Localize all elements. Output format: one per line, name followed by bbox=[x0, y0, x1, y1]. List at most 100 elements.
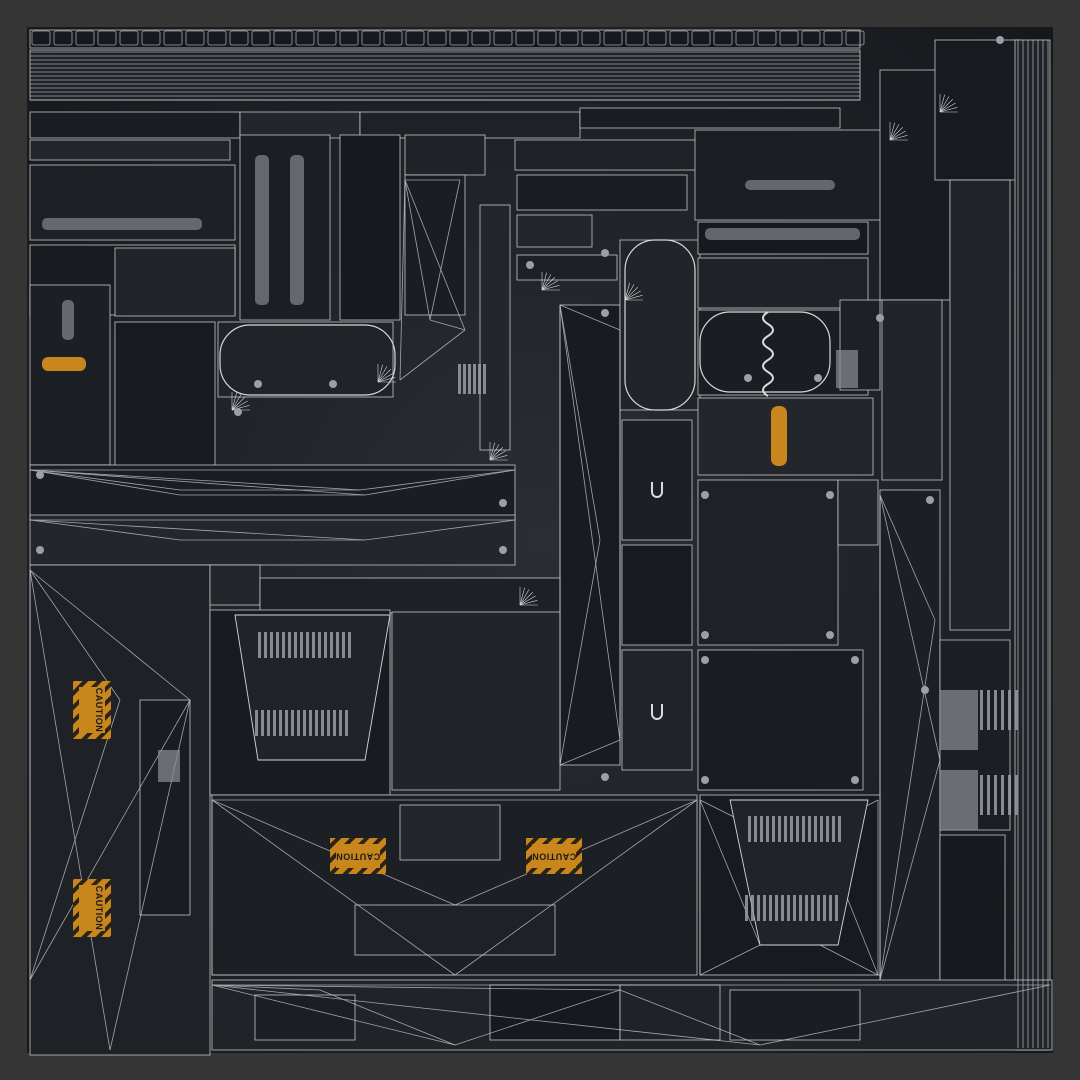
vent-slot bbox=[769, 895, 772, 921]
top-tile bbox=[823, 30, 843, 46]
uv-island bbox=[399, 804, 501, 861]
vent-slot bbox=[838, 816, 841, 842]
wire-edge bbox=[619, 989, 761, 1046]
bolt-dot-icon bbox=[876, 314, 884, 322]
top-tile bbox=[97, 30, 117, 46]
top-tile bbox=[669, 30, 689, 46]
top-tile bbox=[757, 30, 777, 46]
uv-island bbox=[621, 649, 693, 771]
vent-slot bbox=[333, 710, 336, 736]
vent-slot bbox=[994, 775, 997, 815]
light-bar bbox=[42, 218, 202, 230]
vent-slot bbox=[811, 895, 814, 921]
radial-fan bbox=[889, 124, 900, 141]
wire-edge bbox=[29, 469, 366, 496]
vent-slot bbox=[458, 364, 461, 394]
uv-island bbox=[881, 299, 943, 481]
wire-edge bbox=[364, 519, 516, 541]
vent-slot bbox=[987, 775, 990, 815]
vent-slot bbox=[748, 816, 751, 842]
vent-slot bbox=[745, 895, 748, 921]
vent-slot bbox=[270, 632, 273, 658]
vent-slot bbox=[808, 816, 811, 842]
vent-slot bbox=[805, 895, 808, 921]
curved-frame bbox=[219, 324, 396, 396]
vent-slot bbox=[285, 710, 288, 736]
uv-island bbox=[729, 989, 861, 1041]
bolt-dot-icon bbox=[851, 656, 859, 664]
bolt-dot-icon bbox=[601, 249, 609, 257]
radial-fan bbox=[377, 369, 391, 383]
radial-fan bbox=[939, 94, 945, 113]
wire-edge bbox=[211, 984, 456, 1046]
radial-fan bbox=[231, 394, 242, 411]
vent-slot bbox=[1001, 690, 1004, 730]
vent-slot bbox=[784, 816, 787, 842]
uv-island bbox=[516, 254, 618, 281]
vent-slot bbox=[832, 816, 835, 842]
uv-island bbox=[621, 544, 693, 646]
uv-island bbox=[879, 489, 941, 991]
wire-edge bbox=[29, 469, 181, 496]
radial-fan bbox=[624, 282, 630, 301]
bolt-dot-icon bbox=[701, 656, 709, 664]
uv-island bbox=[404, 174, 466, 316]
top-tile bbox=[581, 30, 601, 46]
vent-slot bbox=[473, 364, 476, 394]
vent-slot bbox=[258, 632, 261, 658]
curved-frame bbox=[624, 239, 696, 411]
uv-island bbox=[217, 321, 394, 398]
vent-slot bbox=[321, 710, 324, 736]
vent-slot bbox=[980, 775, 983, 815]
radial-fan bbox=[489, 444, 500, 461]
bolt-dot-icon bbox=[254, 380, 262, 388]
radial-fan bbox=[541, 274, 552, 291]
top-tile bbox=[691, 30, 711, 46]
vent-slot bbox=[980, 690, 983, 730]
vent-slot bbox=[478, 364, 481, 394]
wire-edge bbox=[429, 319, 466, 331]
uv-island bbox=[29, 139, 231, 161]
bolt-dot-icon bbox=[526, 261, 534, 269]
bolt-dot-icon bbox=[926, 496, 934, 504]
top-tile bbox=[845, 30, 865, 46]
top-tile bbox=[471, 30, 491, 46]
vent-slot bbox=[318, 632, 321, 658]
wire-edge bbox=[699, 944, 761, 976]
top-tile bbox=[53, 30, 73, 46]
top-tile bbox=[647, 30, 667, 46]
wire-edge bbox=[399, 329, 466, 381]
wire-edge bbox=[559, 304, 621, 741]
radial-fan bbox=[939, 102, 956, 113]
bolt-dot-icon bbox=[851, 776, 859, 784]
caution-decal-2: CAUTION bbox=[73, 879, 111, 937]
top-tile bbox=[537, 30, 557, 46]
vent-slot bbox=[751, 895, 754, 921]
wire-edge bbox=[29, 569, 121, 701]
radial-fan bbox=[377, 377, 396, 383]
top-tile bbox=[427, 30, 447, 46]
radial-fan bbox=[541, 285, 560, 291]
u-connector-icon bbox=[651, 482, 663, 498]
vent-slot bbox=[297, 710, 300, 736]
top-tile bbox=[735, 30, 755, 46]
uv-island bbox=[479, 204, 511, 451]
wire-edge bbox=[879, 759, 941, 981]
vent-slot bbox=[324, 632, 327, 658]
radial-fan bbox=[519, 589, 530, 606]
top-tile bbox=[163, 30, 183, 46]
radial-fan bbox=[489, 442, 495, 461]
vent-slot bbox=[766, 816, 769, 842]
uv-island bbox=[694, 129, 886, 221]
radial-fan bbox=[519, 592, 533, 606]
radial-fan bbox=[889, 122, 895, 141]
radial-fan bbox=[939, 99, 953, 113]
vent-slot bbox=[348, 632, 351, 658]
radial-fan bbox=[541, 272, 547, 291]
caution-decal-1: CAUTION bbox=[73, 681, 111, 739]
wire-edge bbox=[29, 519, 366, 541]
metal-plate bbox=[940, 770, 978, 830]
uv-island bbox=[939, 834, 1006, 986]
wire-edge bbox=[879, 494, 936, 621]
